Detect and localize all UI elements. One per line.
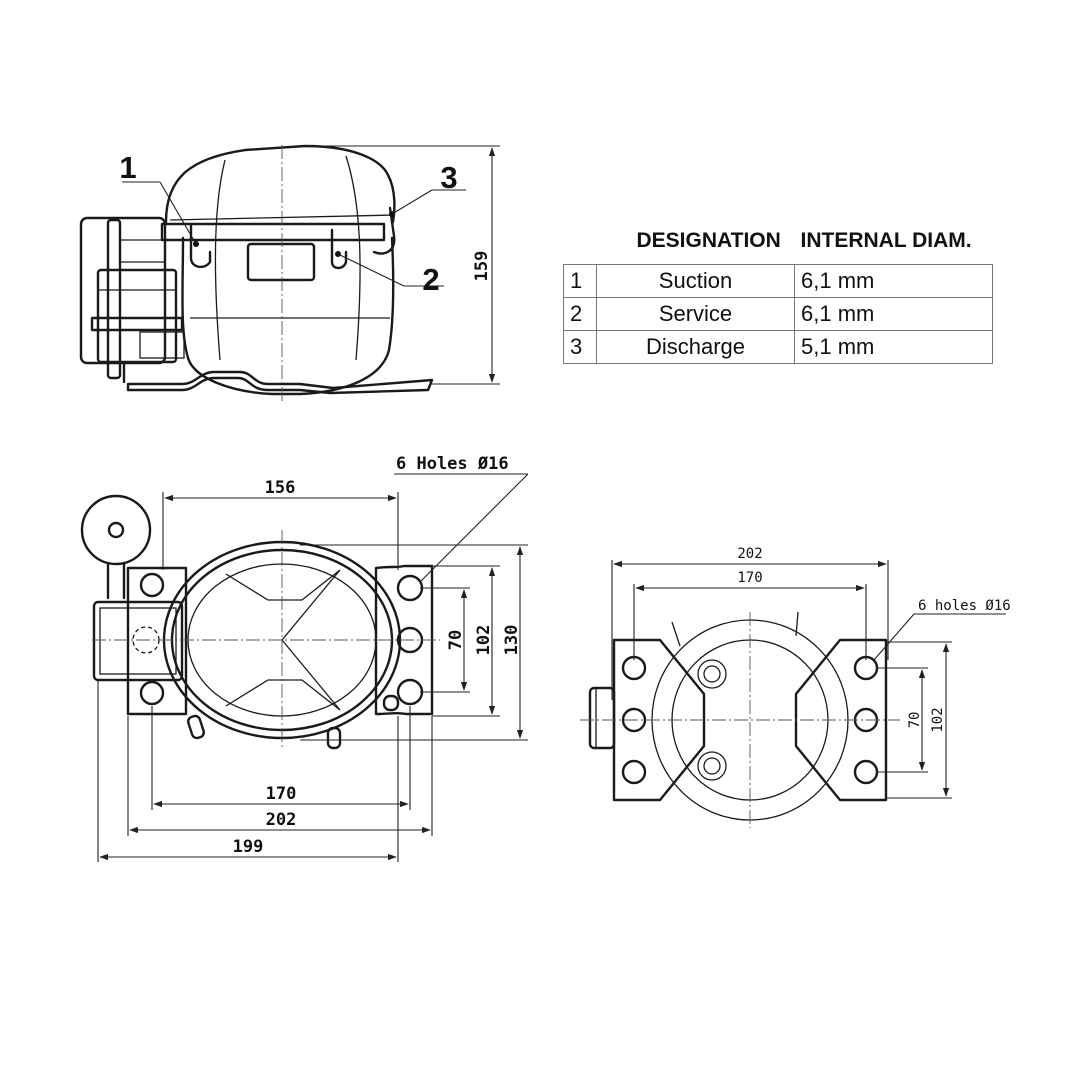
callout-1: 1 bbox=[119, 150, 136, 185]
row-diameter: 6,1 mm bbox=[794, 297, 993, 331]
table-row: 1 Suction 6,1 mm bbox=[563, 264, 993, 298]
holes-label-top: 6 Holes Ø16 bbox=[396, 454, 509, 474]
compressor-body bbox=[126, 144, 434, 396]
relay-disc bbox=[80, 494, 152, 566]
base-view: 202 170 70 102 6 holes Ø16 bbox=[580, 546, 1011, 828]
row-diameter: 5,1 mm bbox=[794, 330, 993, 364]
dim-70-label: 70 bbox=[446, 630, 466, 650]
row-number: 3 bbox=[563, 330, 597, 364]
connector-box bbox=[92, 600, 184, 682]
top-view: 6 Holes Ø16 156 70 102 130 170 202 199 bbox=[80, 454, 529, 862]
base-dim-102-label: 102 bbox=[930, 707, 946, 732]
side-view: 159 1 2 3 bbox=[79, 144, 500, 402]
dim-102-label: 102 bbox=[474, 625, 494, 656]
row-diameter: 6,1 mm bbox=[794, 264, 993, 298]
base-right-bracket bbox=[794, 638, 888, 802]
row-designation: Suction bbox=[596, 264, 795, 298]
table-header-row: DESIGNATION INTERNAL DIAM. bbox=[564, 226, 993, 265]
dim-156-label: 156 bbox=[265, 478, 296, 498]
callout-3-leader bbox=[391, 189, 433, 215]
callout-2: 2 bbox=[422, 262, 439, 297]
dim-170-top-label: 170 bbox=[266, 784, 297, 804]
height-label: 159 bbox=[472, 251, 492, 282]
electrical-box bbox=[79, 216, 185, 384]
service-tube bbox=[330, 228, 348, 270]
dim-199-label: 199 bbox=[233, 837, 264, 857]
table-row: 2 Service 6,1 mm bbox=[563, 297, 993, 331]
callout-2-leader bbox=[337, 253, 405, 287]
base-left-bracket bbox=[612, 638, 706, 802]
dim-202-top-label: 202 bbox=[266, 810, 297, 830]
discharge-tube bbox=[372, 206, 396, 255]
row-number: 2 bbox=[563, 297, 597, 331]
table-row: 3 Discharge 5,1 mm bbox=[563, 330, 993, 364]
suction-tube bbox=[189, 224, 212, 269]
header-internal-diam: INTERNAL DIAM. bbox=[800, 229, 972, 252]
dim-130-label: 130 bbox=[502, 625, 522, 656]
designation-table: DESIGNATION INTERNAL DIAM. 1 Suction 6,1… bbox=[563, 226, 993, 364]
row-designation: Discharge bbox=[596, 330, 795, 364]
right-mount-flange bbox=[374, 564, 434, 716]
header-designation: DESIGNATION bbox=[636, 229, 781, 252]
holes-label-base: 6 holes Ø16 bbox=[918, 598, 1011, 614]
base-dim-70-label: 70 bbox=[907, 712, 923, 729]
base-dim-170-label: 170 bbox=[737, 570, 762, 586]
row-designation: Service bbox=[596, 297, 795, 331]
base-dim-202-label: 202 bbox=[737, 546, 762, 562]
base-connector bbox=[588, 686, 616, 750]
callout-3: 3 bbox=[440, 160, 457, 195]
row-number: 1 bbox=[563, 264, 597, 298]
